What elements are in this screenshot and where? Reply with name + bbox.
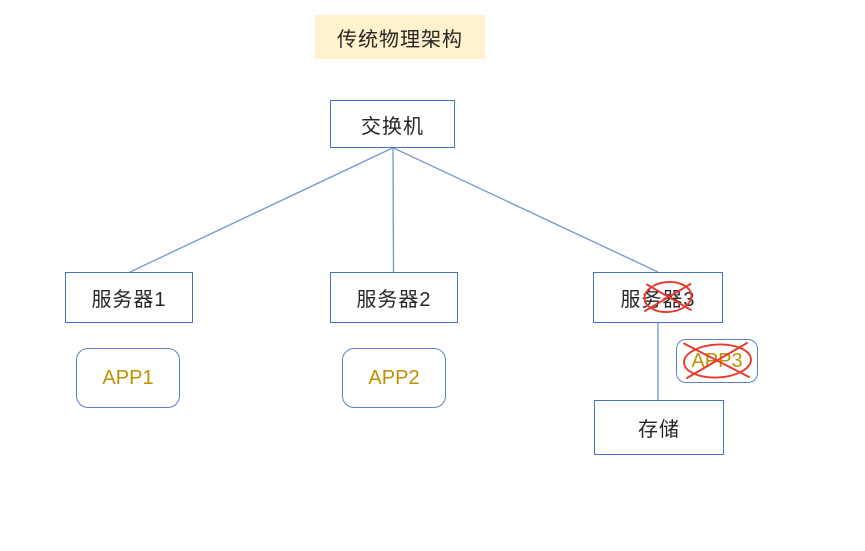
connector-switch-server3 <box>393 147 659 273</box>
node-app3: APP3 <box>676 339 758 383</box>
connector-switch-server1 <box>129 147 393 273</box>
node-app2: APP2 <box>342 348 446 408</box>
node-app2-label: APP2 <box>368 366 420 389</box>
node-switch-label: 交换机 <box>361 115 424 138</box>
node-server3: 服务器3 <box>593 272 723 323</box>
node-server1: 服务器1 <box>65 272 193 323</box>
node-server3-label: 服务器3 <box>620 289 696 311</box>
node-storage-label: 存储 <box>638 419 680 441</box>
node-app1: APP1 <box>76 348 180 408</box>
connector-switch-server2 <box>392 147 395 273</box>
node-server2-label: 服务器2 <box>356 289 432 311</box>
node-server2: 服务器2 <box>330 272 458 323</box>
node-app1-label: APP1 <box>102 366 154 389</box>
node-switch: 交换机 <box>330 100 455 148</box>
node-storage: 存储 <box>594 400 724 455</box>
node-app3-label: APP3 <box>691 349 743 372</box>
diagram-title: 传统物理架构 <box>315 15 485 59</box>
node-server1-label: 服务器1 <box>91 289 167 311</box>
